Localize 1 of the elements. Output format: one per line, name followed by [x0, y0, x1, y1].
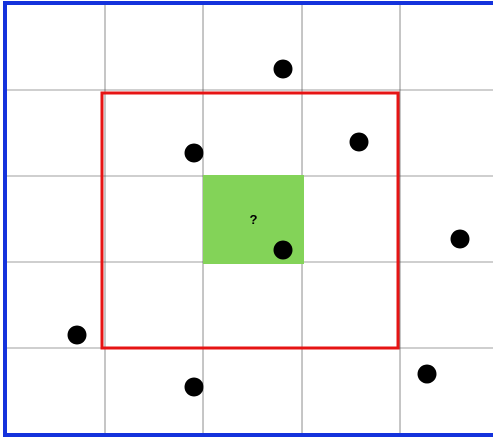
question-cell: ? — [203, 175, 304, 264]
